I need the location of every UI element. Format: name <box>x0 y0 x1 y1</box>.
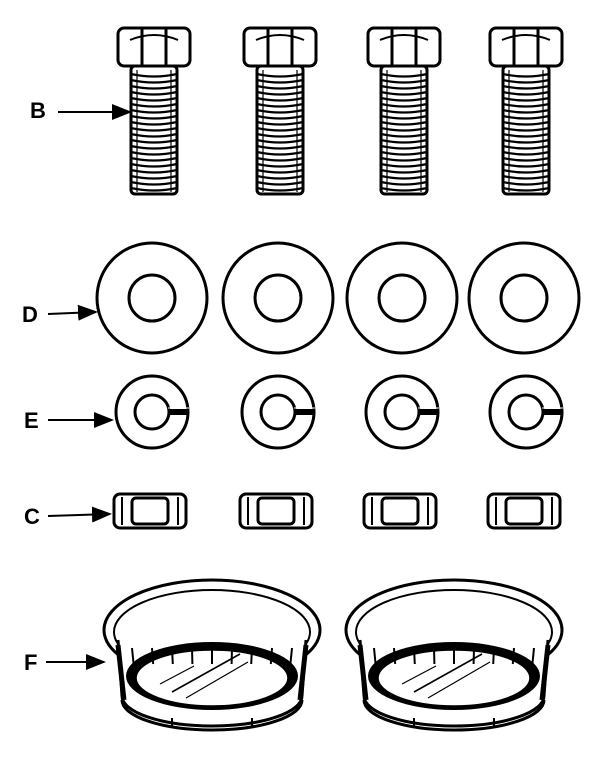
cap <box>102 578 322 732</box>
lock-washer-row <box>114 374 564 450</box>
flat-washer-row <box>95 241 581 355</box>
lock-washer <box>488 374 564 450</box>
bolt <box>488 26 564 196</box>
label-f: F <box>24 650 37 675</box>
bolt <box>366 26 442 196</box>
flat-washer <box>95 241 209 355</box>
flat-washer <box>221 241 335 355</box>
arrow-c <box>47 506 112 523</box>
label-d: D <box>22 302 38 327</box>
label-e: E <box>24 408 39 433</box>
label-b: B <box>30 98 46 123</box>
hex-nut <box>238 492 314 530</box>
label-c: C <box>24 504 40 529</box>
lock-washer <box>364 374 440 450</box>
lock-washer <box>240 374 316 450</box>
flat-washer <box>345 241 459 355</box>
hex-nut <box>486 492 562 530</box>
hex-nut <box>112 492 188 530</box>
cap-row <box>102 578 564 732</box>
lock-washer <box>114 374 190 450</box>
cap <box>344 578 564 732</box>
hex-nut <box>362 492 438 530</box>
nut-row <box>112 492 562 530</box>
flat-washer <box>467 241 581 355</box>
bolt <box>242 26 318 196</box>
bolt-row <box>116 26 564 196</box>
arrow-d <box>47 304 98 321</box>
bolt <box>116 26 192 196</box>
